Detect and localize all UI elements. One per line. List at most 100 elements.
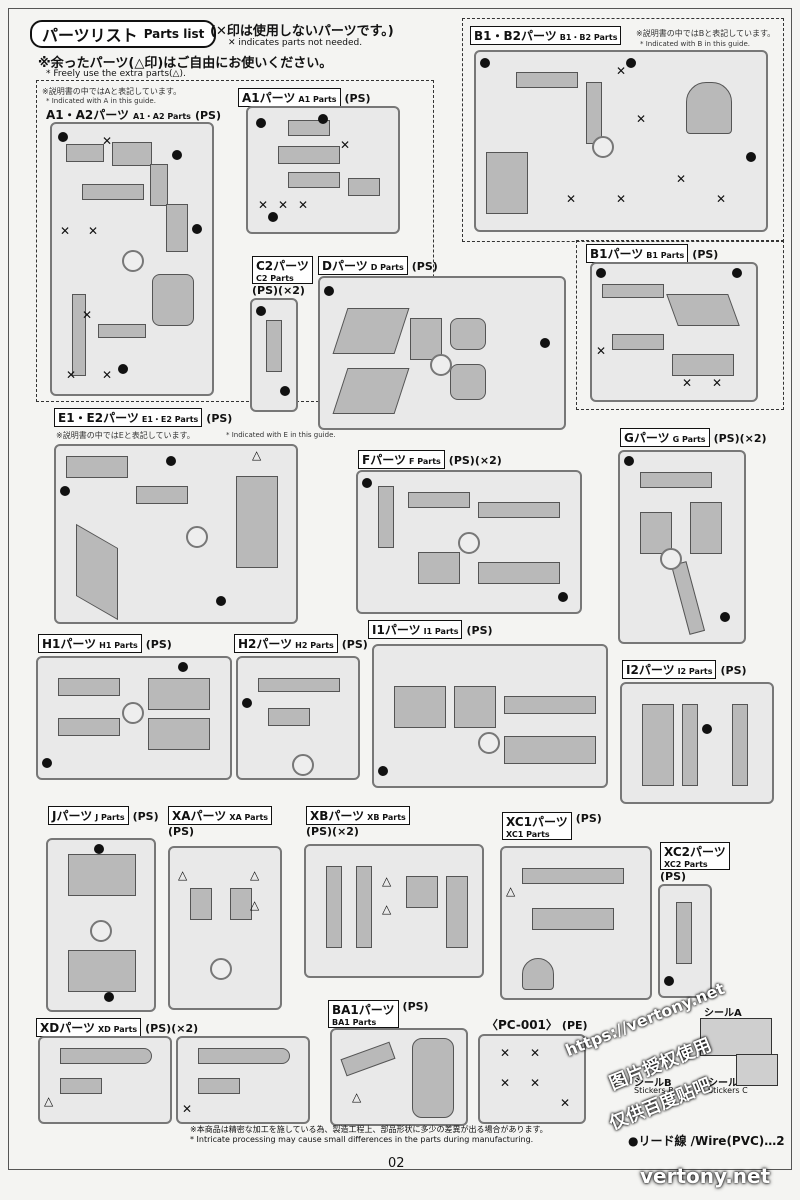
part-number-dot	[118, 364, 128, 374]
runner-xc2	[658, 884, 712, 998]
part	[406, 876, 438, 908]
runner-xb: △ △	[304, 844, 484, 978]
extra-part-mark: △	[382, 874, 392, 888]
part	[446, 876, 468, 948]
note-b-en: * Indicated with B in this guide.	[640, 40, 750, 48]
page-frame	[8, 8, 792, 1170]
part-number-dot	[746, 152, 756, 162]
runner-g	[618, 450, 746, 644]
not-needed-mark: ✕	[340, 138, 351, 152]
manufacturing-note-en: * Intricate processing may cause small d…	[190, 1135, 534, 1144]
part	[378, 486, 394, 548]
runner-gate-circle	[592, 136, 614, 158]
part-number-dot	[624, 456, 634, 466]
part-number-dot	[378, 766, 388, 776]
runner-ba1: △	[330, 1028, 468, 1126]
part	[356, 866, 372, 948]
part	[612, 334, 664, 350]
part	[166, 204, 188, 252]
not-needed-mark: ✕	[500, 1046, 511, 1060]
manufacturing-note: ※本商品は精密な加工を施している為、製造工程上、部品形状に多少の差異が出る場合が…	[190, 1124, 548, 1144]
not-needed-mark: ✕	[60, 224, 71, 238]
not-needed-mark: ✕	[66, 368, 77, 382]
part	[72, 294, 86, 376]
part-number-dot	[664, 976, 674, 986]
part	[666, 294, 740, 326]
part-number-dot	[216, 596, 226, 606]
part	[98, 324, 146, 338]
note-e-jp: ※説明書の中ではEと表記しています。	[56, 431, 195, 440]
runner-gate-circle	[122, 702, 144, 724]
part	[58, 718, 120, 736]
extra-part-mark: △	[352, 1090, 362, 1104]
runner-gate-circle	[660, 548, 682, 570]
sticker-sheet-c	[736, 1054, 778, 1086]
runner-xd-1: △	[38, 1036, 172, 1124]
part	[450, 364, 486, 400]
part	[670, 561, 706, 635]
note-a-jp: ※説明書の中ではAと表記しています。	[42, 87, 182, 96]
part-number-dot	[58, 132, 68, 142]
runner-b1: ✕ ✕ ✕	[590, 262, 758, 402]
part	[150, 164, 168, 206]
part	[410, 318, 442, 360]
runner-h1	[36, 656, 232, 780]
part	[450, 318, 486, 350]
part	[522, 868, 624, 884]
runner-a1: ✕ ✕ ✕ ✕	[246, 106, 400, 234]
part	[148, 718, 210, 750]
not-needed-mark: ✕	[636, 112, 647, 126]
part	[326, 866, 342, 948]
section-label-pc001: 〈PC-001〉 (PE)	[486, 1018, 588, 1032]
part	[640, 472, 712, 488]
extra-part-mark: △	[250, 868, 260, 882]
runner-gate-circle	[90, 920, 112, 942]
not-needed-mark: ✕	[258, 198, 269, 212]
not-needed-mark: ✕	[712, 376, 723, 390]
runner-e1e2: △	[54, 444, 298, 624]
part-number-dot	[324, 286, 334, 296]
runner-xa: △ △ △	[168, 846, 282, 1010]
sticker-sheet-a	[700, 1018, 772, 1056]
part	[672, 354, 734, 376]
part	[532, 908, 614, 930]
part	[394, 686, 446, 728]
extra-part-mark: △	[44, 1094, 54, 1108]
runner-a1a2: ✕ ✕ ✕ ✕ ✕ ✕	[50, 122, 214, 396]
sticker-c-en: Stickers C	[708, 1086, 748, 1095]
part-number-dot	[540, 338, 550, 348]
extra-part-mark: △	[178, 868, 188, 882]
part-number-dot	[720, 612, 730, 622]
part	[676, 902, 692, 964]
runner-j	[46, 838, 156, 1012]
wire-note: ●リード線 /Wire(PVC)…2	[628, 1134, 785, 1148]
part	[82, 184, 144, 200]
runner-pc001: ✕ ✕ ✕ ✕ ✕	[478, 1034, 586, 1124]
not-needed-mark: ✕	[88, 224, 99, 238]
runner-c2	[250, 298, 298, 412]
b-parts-dashed-region	[462, 18, 784, 242]
parts-list-title: パーツリスト Parts list	[30, 20, 217, 48]
part-number-dot	[732, 268, 742, 278]
part	[478, 502, 560, 518]
not-needed-mark: ✕	[530, 1046, 541, 1060]
part	[516, 72, 578, 88]
not-needed-mark: ✕	[278, 198, 289, 212]
part-number-dot	[318, 114, 328, 124]
part-number-dot	[280, 386, 290, 396]
part-number-dot	[626, 58, 636, 68]
part-number-dot	[256, 306, 266, 316]
manufacturing-note-jp: ※本商品は精密な加工を施している為、製造工程上、部品形状に多少の差異が出る場合が…	[190, 1125, 548, 1134]
part	[60, 1048, 152, 1064]
part	[332, 368, 410, 414]
runner-d	[318, 276, 566, 430]
runner-h2	[236, 656, 360, 780]
